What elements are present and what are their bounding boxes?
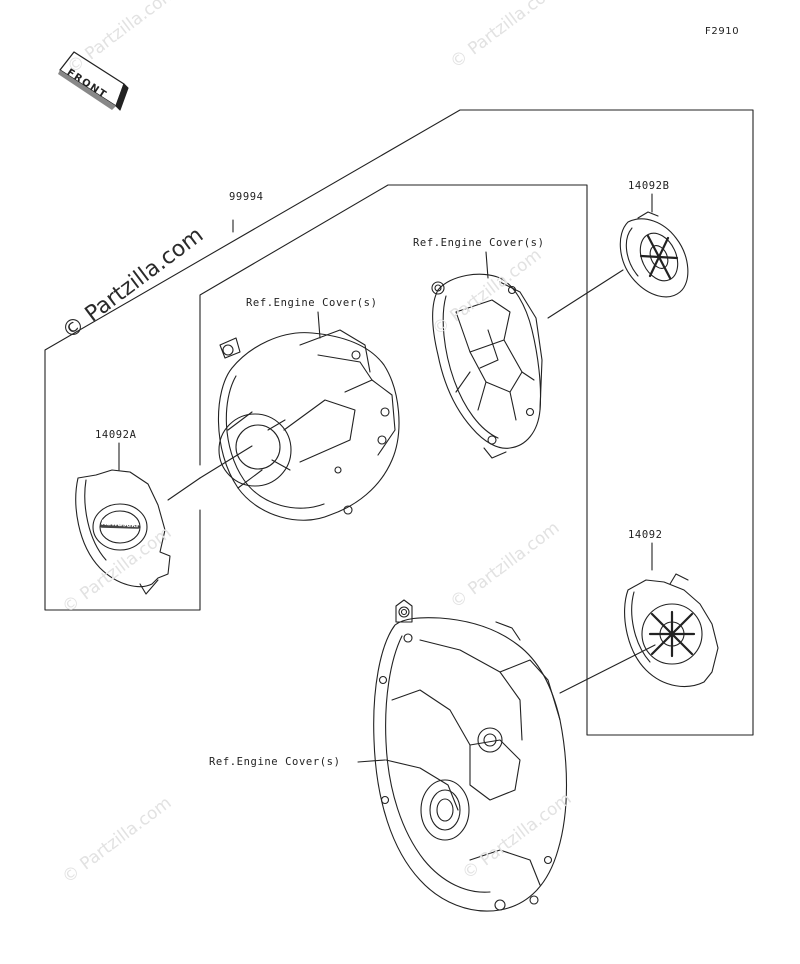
kit-bracket-frame xyxy=(44,109,754,736)
label-ref-engine-cover-bottom: Ref.Engine Cover(s) xyxy=(209,756,341,768)
figure-code: F2910 xyxy=(705,26,740,37)
cover-14092 xyxy=(624,573,719,687)
label-ref-engine-cover-left: Ref.Engine Cover(s) xyxy=(246,297,378,309)
cover-14092a xyxy=(75,469,171,595)
engine-cover-left xyxy=(217,329,400,521)
front-arrow-icon xyxy=(58,51,129,111)
engine-cover-middle xyxy=(431,273,543,459)
label-14092: 14092 xyxy=(628,529,663,541)
leader-lines xyxy=(118,193,656,763)
cover-14092b xyxy=(619,211,689,298)
engine-cover-bottom xyxy=(373,599,568,912)
label-ref-engine-cover-middle: Ref.Engine Cover(s) xyxy=(413,237,545,249)
label-99994: 99994 xyxy=(229,191,264,203)
label-14092a: 14092A xyxy=(95,429,137,441)
label-14092b: 14092B xyxy=(628,180,670,192)
